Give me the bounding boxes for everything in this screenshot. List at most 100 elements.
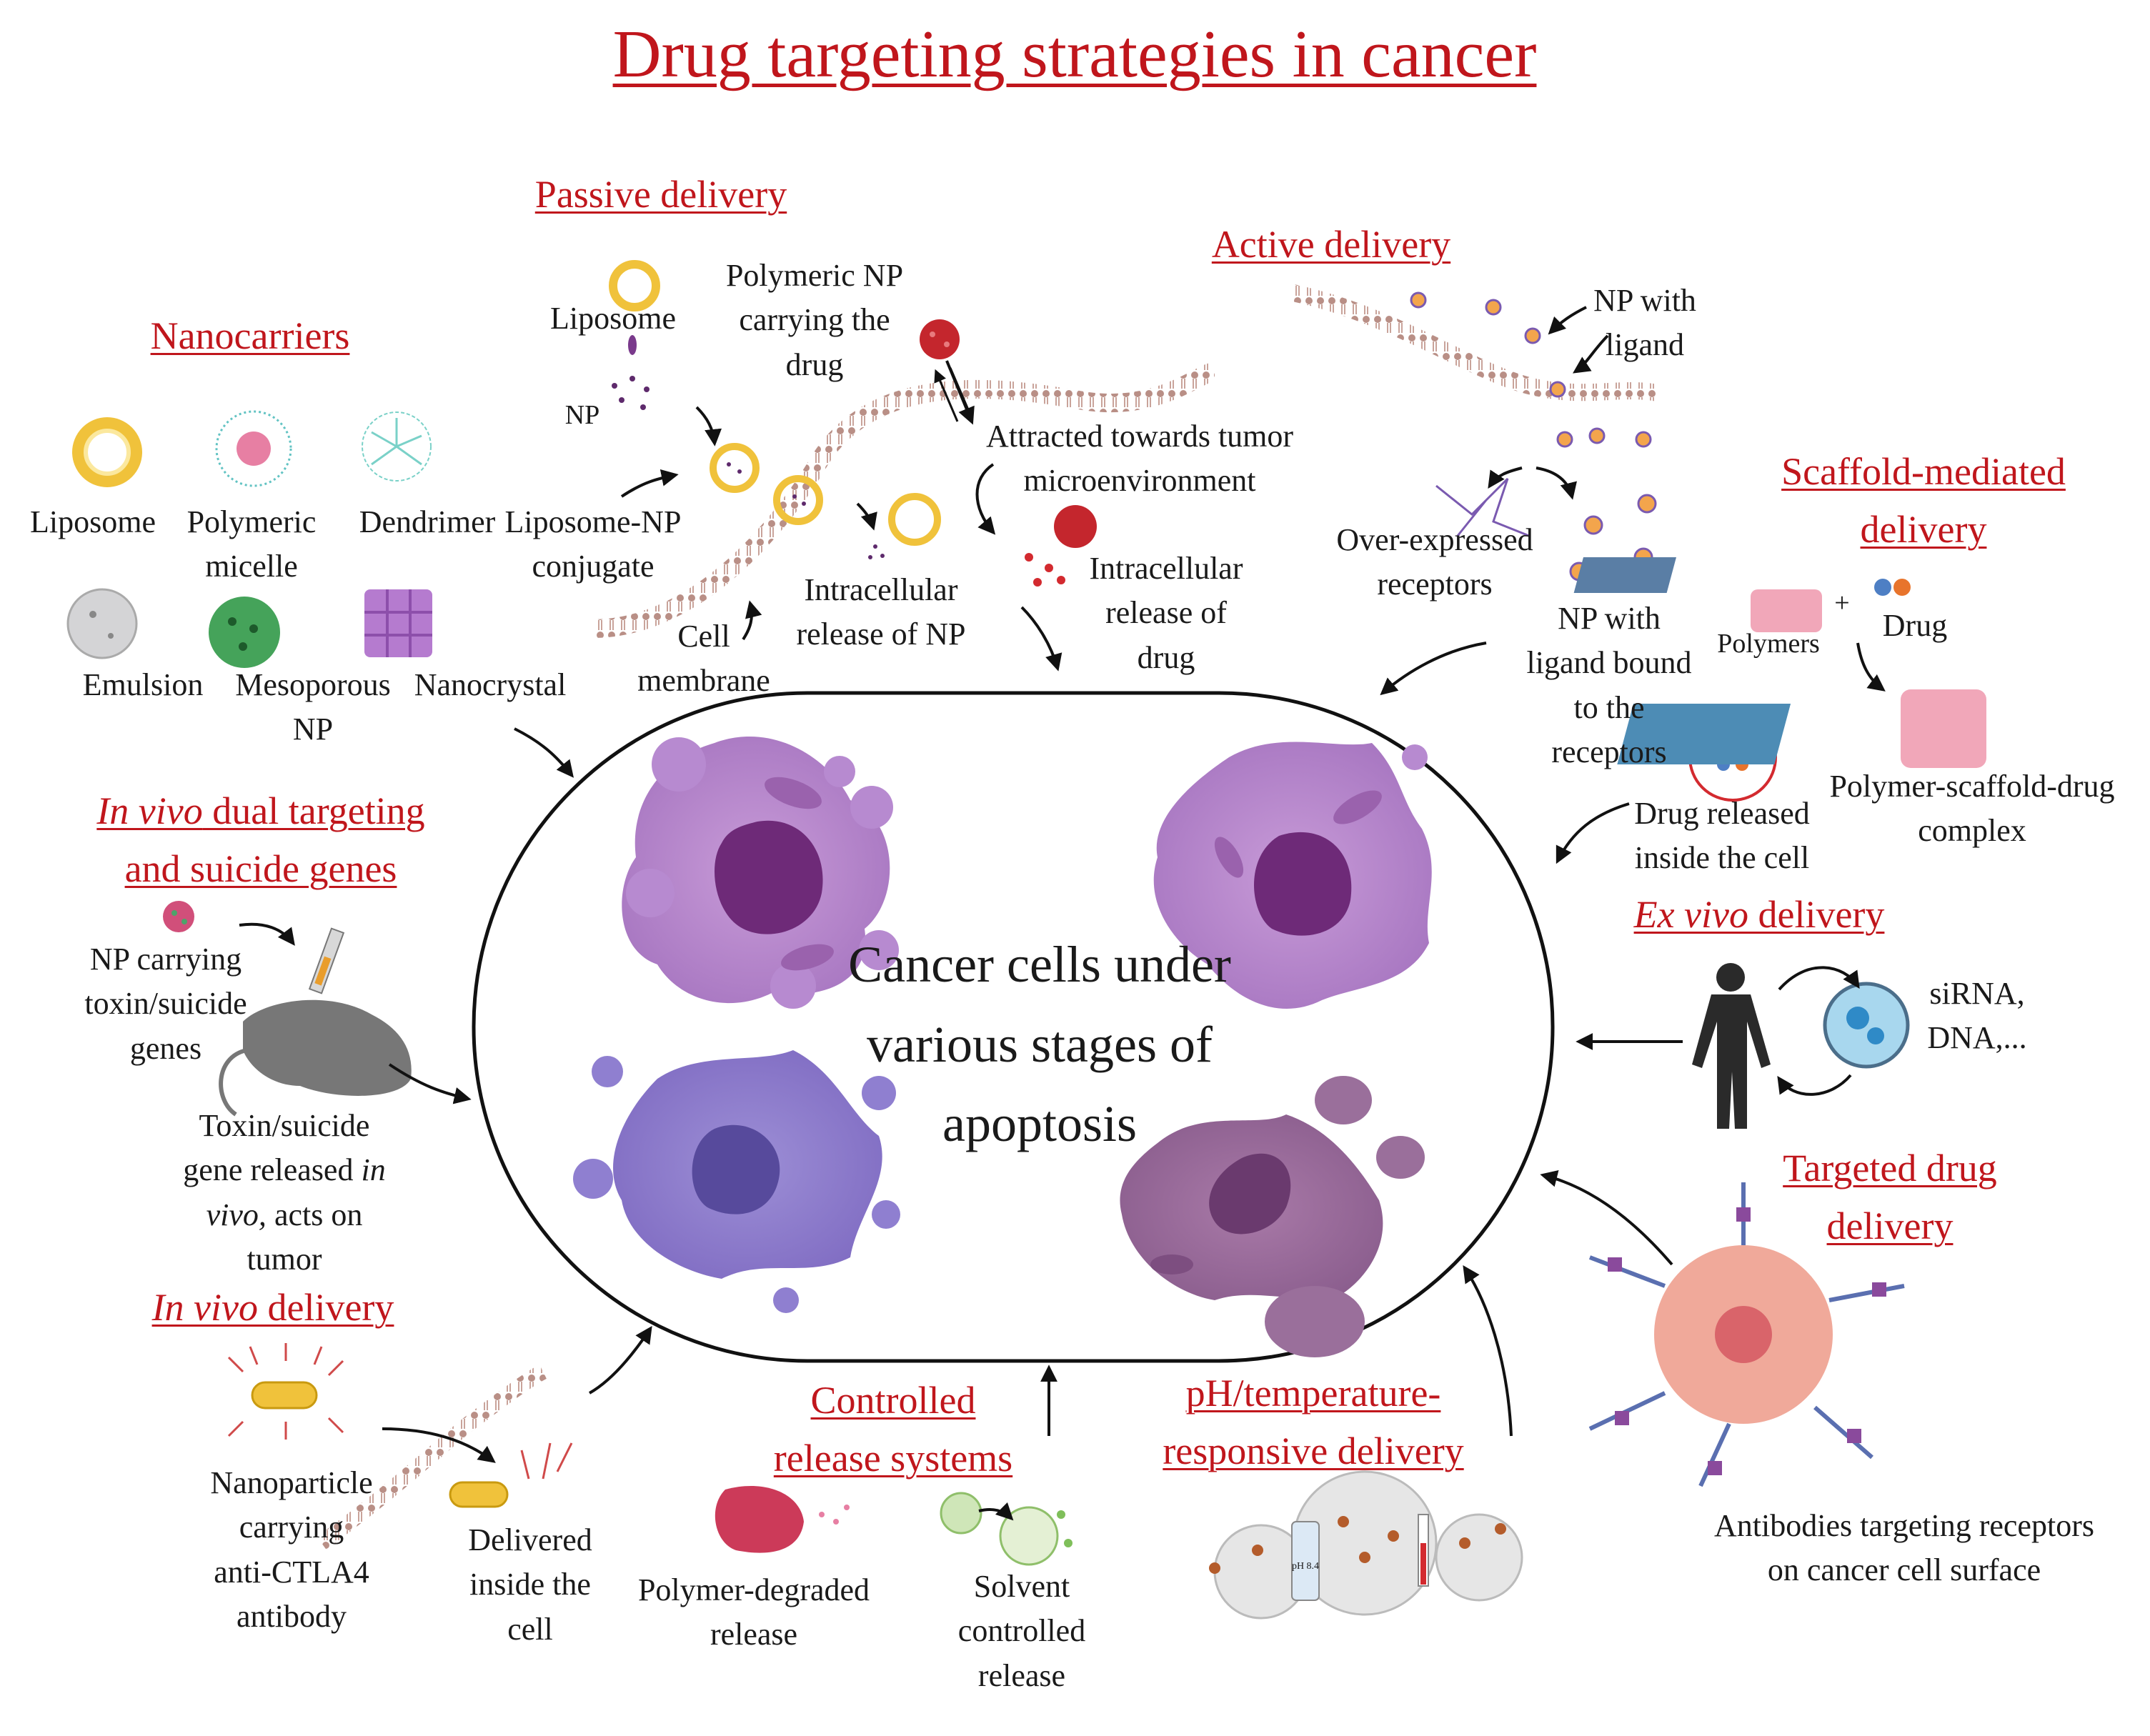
- polymeric-np-line-3: drug: [785, 346, 844, 382]
- plus-label: +: [1834, 588, 1850, 618]
- micelle-line-1: Polymeric: [186, 504, 317, 539]
- polymer-scaffold-complex-label: Polymer-scaffold-drug complex: [1829, 764, 2114, 854]
- ex-vivo-italic: Ex vivo: [1633, 893, 1748, 936]
- micelle-line-2: micelle: [205, 549, 298, 584]
- scaffold-heading-line-2: delivery: [1860, 508, 1987, 551]
- sirna-dna-label: siRNA, DNA,...: [1927, 972, 2026, 1061]
- nanocrystal-icon: [364, 589, 432, 657]
- arrow-in-vivo-np: [382, 1427, 496, 1463]
- drug-released-line-2: inside the cell: [1634, 840, 1810, 876]
- nanocarrier-emulsion-label: Emulsion: [82, 667, 204, 702]
- polymer-degraded-label: Polymer-degraded release: [638, 1568, 870, 1657]
- ctla4-line-4: antibody: [237, 1599, 347, 1635]
- drug-release-icon: [1025, 505, 1097, 587]
- cancer-cell-bottom-right: [1120, 1076, 1425, 1357]
- intracellular-drug-line-2: release of: [1105, 595, 1227, 631]
- released-3a: vivo,: [206, 1197, 267, 1232]
- center-line-2: various stages of: [867, 1015, 1213, 1073]
- attracted-label: Attracted towards tumor microenvironment: [986, 414, 1293, 504]
- arrow-receptors: [1488, 467, 1523, 489]
- targeted-drug-heading: Targeted drug delivery: [1783, 1139, 1997, 1255]
- arrow-conjugate: [620, 469, 679, 498]
- ctla4-line-3: anti-CTLA4: [214, 1554, 369, 1590]
- delivered-nanoparticle-icon: [449, 1442, 573, 1508]
- receptors-line-2: receptors: [1377, 567, 1493, 602]
- targeted-heading-line-1: Targeted drug: [1783, 1147, 1997, 1189]
- polymer-scaffold-drug-complex-icon: [1617, 689, 1986, 768]
- polymeric-np-icon: [920, 319, 960, 359]
- polymers-icon: [1751, 589, 1822, 632]
- suicide-gene-np-icon: [163, 901, 194, 932]
- petri-dish-icon: [1823, 982, 1910, 1069]
- np-toxin-line-1: NP carrying: [89, 942, 242, 977]
- np-bound-line-3: to the: [1573, 689, 1645, 725]
- nanocarrier-micelle-label: Polymeric micelle: [187, 500, 317, 589]
- np-ligand-line-2: ligand: [1606, 327, 1684, 363]
- targeted-heading-line-2: delivery: [1826, 1204, 1954, 1247]
- np-toxin-line-3: genes: [129, 1030, 202, 1066]
- center-line-1: Cancer cells under: [848, 936, 1231, 993]
- np-toxin-label: NP carrying toxin/suicide genes: [84, 937, 247, 1071]
- polymeric-np-line-2: carrying the: [739, 302, 890, 338]
- complex-line-1: Polymer-scaffold-drug: [1829, 769, 2115, 804]
- arrow-ligand-2: [1573, 334, 1609, 374]
- arrow-targeted-delivery: [1540, 1170, 1673, 1266]
- in-vivo-delivery-heading: In vivo delivery: [152, 1279, 394, 1337]
- scaffold-heading-line-1: Scaffold-mediated: [1781, 450, 2066, 493]
- ph-bottle-label: pH 8.4: [1291, 1561, 1320, 1572]
- arrow-release-np: [856, 502, 877, 531]
- np-with-ligand-icons: [1410, 291, 1652, 448]
- solvent-controlled-icon: [940, 1492, 1072, 1566]
- arrow-scaffold-delivery: [1556, 802, 1630, 864]
- in-vivo-italic: In vivo: [151, 1286, 258, 1329]
- np-icon: [628, 335, 637, 355]
- active-cell-membrane: [1291, 284, 1659, 401]
- dual-targeting-heading: In vivo dual targeting and suicide genes: [96, 782, 424, 898]
- scaffold-sheet-icon: [1573, 557, 1676, 593]
- receptors-line-1: Over-expressed: [1336, 522, 1533, 557]
- human-figure-icon: [1692, 963, 1771, 1129]
- nanocarrier-mesoporous-label: Mesoporous NP: [235, 663, 391, 752]
- mesoporous-line-2: NP: [292, 712, 334, 747]
- controlled-heading-line-2: release systems: [773, 1437, 1013, 1480]
- arrow-solvent: [978, 1502, 1014, 1521]
- arrow-nanocarriers: [514, 727, 574, 778]
- conjugate-line-2: conjugate: [532, 549, 655, 584]
- cargo-line-2: DNA,...: [1927, 1020, 2027, 1056]
- ph-temperature-heading: pH/temperature- responsive delivery: [1163, 1365, 1463, 1480]
- antibodies-label: Antibodies targeting receptors on cancer…: [1714, 1504, 2094, 1593]
- passive-cell-membrane: [592, 362, 1217, 638]
- arrow-attracted: [975, 463, 996, 535]
- released-3b: acts on: [266, 1197, 363, 1232]
- liposome-np-conjugate-label: Liposome-NP conjugate: [505, 500, 682, 589]
- np-bound-line-1: NP with: [1558, 601, 1661, 636]
- complex-line-2: complex: [1918, 813, 2026, 849]
- dendrimer-icon: [362, 411, 432, 482]
- anti-ctla4-nanoparticle-icon: [227, 1343, 344, 1440]
- in-vivo-cell-membrane: [317, 1365, 547, 1550]
- drug-released-label: Drug released inside the cell: [1634, 792, 1810, 881]
- liposome-np-conjugate-icon: [710, 443, 823, 525]
- antibodies-line-2: on cancer cell surface: [1767, 1552, 2041, 1588]
- polymer-degraded-icon: [715, 1486, 850, 1553]
- intracellular-np-line-1: Intracellular: [804, 572, 958, 607]
- cancer-cell-bottom-left: [573, 1050, 900, 1313]
- released-line-3: vivo, acts on: [183, 1193, 385, 1237]
- polymeric-micelle-icon: [215, 410, 292, 487]
- intracellular-drug-line-3: drug: [1137, 639, 1195, 675]
- np-toxin-line-2: toxin/suicide: [84, 986, 247, 1022]
- arrow-passive-release: [1020, 606, 1062, 672]
- passive-liposome-icon: [609, 260, 660, 311]
- arrow-in-vivo-delivery: [589, 1326, 652, 1395]
- drug-label: Drug: [1882, 608, 1948, 643]
- mesoporous-np-icon: [209, 597, 280, 668]
- active-delivery-heading: Active delivery: [1211, 223, 1451, 266]
- np-ligand-line-1: NP with: [1593, 283, 1696, 318]
- mesoporous-line-1: Mesoporous: [235, 667, 391, 702]
- center-label: Cancer cells under various stages of apo…: [848, 925, 1231, 1164]
- arrow-membrane: [742, 600, 762, 641]
- double-arrow-polymeric-np: [936, 368, 972, 421]
- arrow-mouse-inject: [239, 922, 295, 946]
- solvent-controlled-label: Solvent controlled release: [958, 1565, 1085, 1698]
- drug-released-line-1: Drug released: [1634, 796, 1810, 831]
